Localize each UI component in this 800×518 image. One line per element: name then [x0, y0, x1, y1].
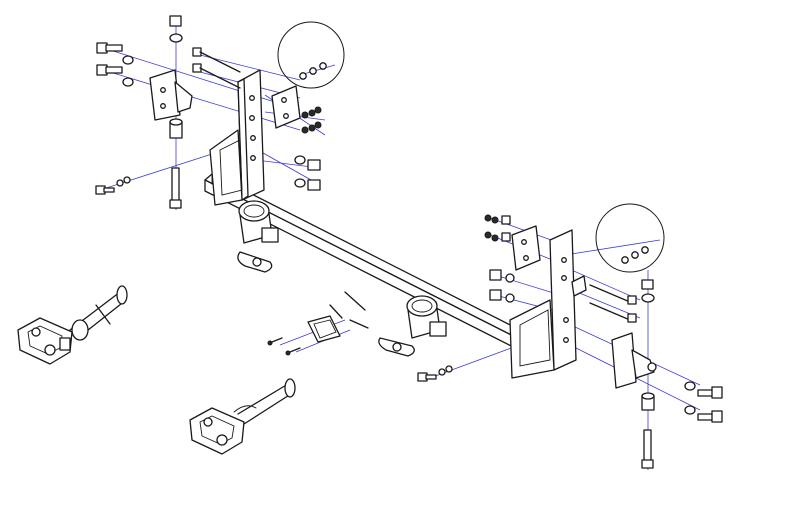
removable-tow-arm-lower: [189, 378, 296, 455]
removable-tow-arm-upper: [17, 285, 128, 365]
left-backing-plate: [271, 85, 301, 129]
left-vertical-bracket: [209, 69, 265, 206]
right-backing-plate: [511, 225, 541, 271]
bolt-left-upper: [96, 42, 134, 65]
detail-circle-right: [595, 203, 665, 273]
fasteners-left: [95, 15, 322, 209]
long-bolt-right-lower: [589, 302, 637, 323]
detail-circle-left: [277, 21, 345, 89]
small-screws: [267, 337, 301, 356]
bolt-left-side: [95, 176, 131, 195]
fasteners-right: [267, 214, 723, 469]
right-angle-tab: [611, 332, 657, 389]
bolt-right-side: [417, 365, 453, 382]
alignment-guides: [99, 20, 701, 470]
nut-column-left: [294, 106, 322, 191]
long-bolt-lower: [192, 63, 241, 89]
safety-chain-plate: [307, 291, 369, 343]
bolt-right-lower: [684, 405, 723, 423]
left-angle-tab: [149, 69, 193, 121]
baseplate-crossbar: [204, 173, 531, 357]
bolt-right-upper: [684, 381, 723, 399]
nut-column-right: [484, 214, 515, 303]
long-bolt-right-upper: [589, 284, 637, 305]
right-vertical-bracket: [509, 229, 587, 379]
long-bolt-upper: [192, 47, 241, 73]
left-receiver-tube: [237, 200, 279, 273]
right-receiver-tube: [378, 295, 447, 357]
bolt-left-lower: [96, 64, 134, 87]
